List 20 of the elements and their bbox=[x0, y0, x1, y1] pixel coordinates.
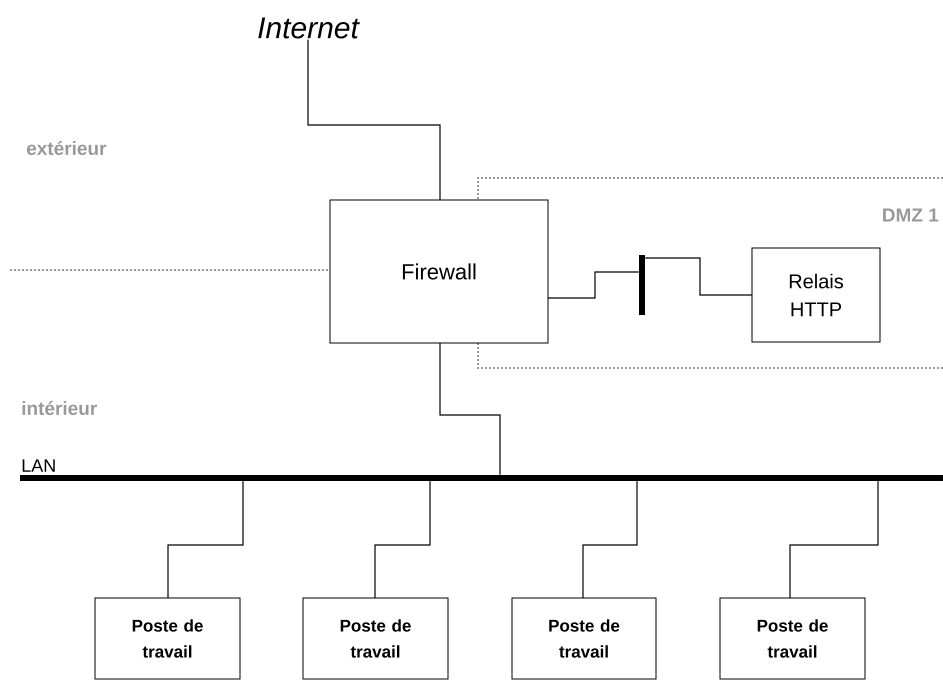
connector bbox=[548, 271, 639, 299]
zone-label: DMZ 1 bbox=[883, 208, 938, 222]
connector bbox=[645, 257, 752, 296]
connector bbox=[167, 481, 244, 598]
connector bbox=[439, 343, 501, 475]
internet-label: Internet bbox=[258, 18, 360, 38]
firewall-box: Firewall bbox=[330, 200, 548, 344]
workstation-box: Poste de travail bbox=[94, 597, 240, 680]
zone-label: intérieur bbox=[22, 400, 97, 416]
bus-label: LAN bbox=[22, 459, 55, 472]
network-bus bbox=[639, 255, 645, 315]
zone-label: extérieur bbox=[26, 140, 106, 156]
workstation-box: Poste de travail bbox=[720, 597, 866, 680]
workstation-box: Poste de travail bbox=[302, 597, 448, 680]
connector bbox=[789, 481, 879, 598]
workstation-box: Poste de travail bbox=[512, 597, 656, 680]
server-box: Relais HTTP bbox=[752, 248, 880, 342]
connector bbox=[307, 40, 441, 200]
connector bbox=[582, 481, 638, 598]
connector bbox=[374, 481, 431, 598]
